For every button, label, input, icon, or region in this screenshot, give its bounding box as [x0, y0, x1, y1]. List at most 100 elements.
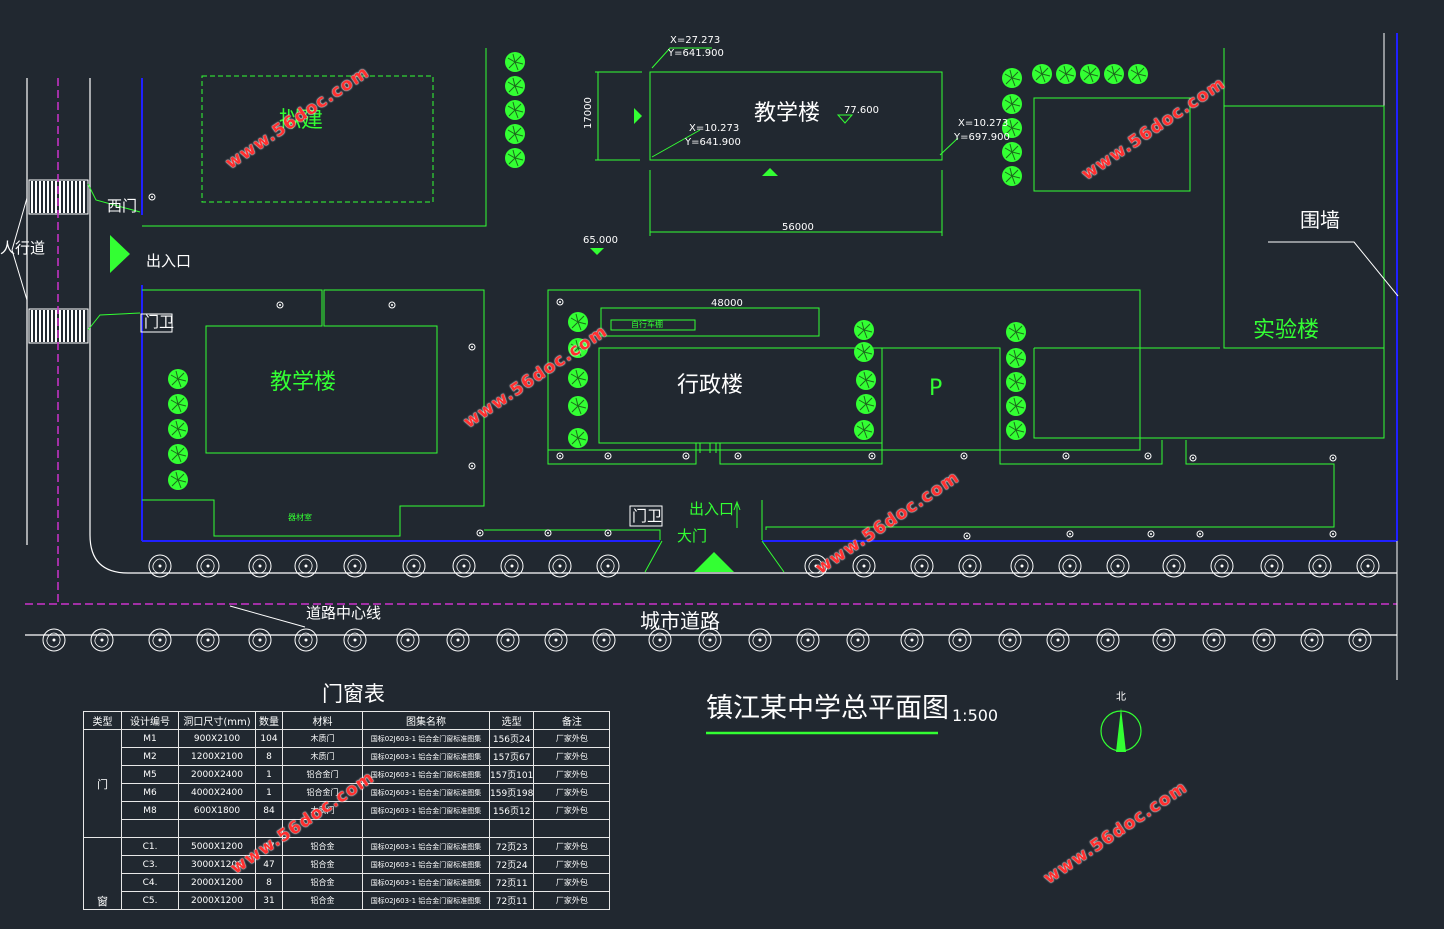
label-planned: 拟建 [279, 108, 324, 133]
table-cell: 2000X1200 [178, 891, 256, 910]
label-admin: 行政楼 [677, 373, 744, 398]
table-row [84, 819, 611, 838]
lamps [148, 193, 1337, 540]
table-header-cell: 数量 [255, 711, 283, 730]
label-bicycle-shed: 自行车棚 [631, 320, 663, 329]
table-header-cell: 图集名称 [362, 711, 490, 730]
table-cell: M1 [121, 729, 179, 748]
label-parking: P [929, 376, 943, 401]
table-cell: M6 [121, 783, 179, 802]
table-group-cell: 门 [83, 729, 122, 838]
table-header-cell: 备注 [533, 711, 611, 730]
elevation-ground: 65.000 [583, 235, 618, 246]
table-cell: 84 [255, 801, 283, 820]
table-cell: 72页23 [488, 837, 535, 856]
table-cell: 木质门 [282, 729, 363, 748]
table-cell: 厂家外包 [533, 837, 611, 856]
table-cell: 厂家外包 [533, 783, 611, 802]
dim-48000: 48000 [711, 298, 743, 309]
dim-56000: 56000 [782, 222, 814, 233]
table-header-cell: 选型 [488, 711, 535, 730]
table-cell: 厂家外包 [533, 801, 611, 820]
label-road-center: 道路中心线 [306, 604, 382, 622]
label-entrance-left: 出入口 [146, 252, 192, 270]
table-cell: 72页11 [488, 891, 535, 910]
label-crosswalk: 人行道 [0, 239, 46, 257]
table-cell: 31 [255, 891, 283, 910]
table-header-cell: 设计编号 [121, 711, 179, 730]
table-cell: 2000X2400 [178, 765, 256, 784]
entrance-arrows [110, 108, 854, 572]
label-teaching-left: 教学楼 [270, 370, 337, 395]
label-city-road: 城市道路 [640, 609, 720, 633]
table-header-cell: 类型 [83, 711, 122, 730]
coord-top-y: Y=641.900 [668, 48, 724, 59]
coord-left-y: Y=641.900 [685, 137, 741, 148]
table-cell: 国标02J603-1 铝合金门窗标准图集 [362, 873, 490, 892]
table-cell [362, 819, 490, 838]
north-arrow [1100, 708, 1142, 752]
site-boundary [141, 33, 1398, 542]
label-main-gate: 大门 [677, 527, 708, 545]
table-cell: 159页198 [488, 783, 535, 802]
table-cell: 国标02J603-1 铝合金门窗标准图集 [362, 765, 490, 784]
label-teaching-top: 教学楼 [754, 101, 821, 126]
table-cell: 1 [255, 783, 283, 802]
label-guard-left: 门卫 [144, 313, 175, 331]
table-cell: 厂家外包 [533, 873, 611, 892]
table-cell: C5. [121, 891, 179, 910]
label-north: 北 [1116, 692, 1126, 703]
table-cell: 72页24 [488, 855, 535, 874]
table-cell [488, 819, 535, 838]
label-lab: 实验楼 [1253, 318, 1320, 343]
drawing-scale: 1:500 [952, 706, 999, 725]
table-cell: 木质门 [282, 747, 363, 766]
table-cell: 1200X2100 [178, 747, 256, 766]
table-cell: 104 [255, 729, 283, 748]
crosswalk-top [28, 179, 89, 215]
table-cell: 8 [255, 873, 283, 892]
table-cell [533, 819, 611, 838]
table-cell: 国标02J603-1 铝合金门窗标准图集 [362, 891, 490, 910]
elevation-building: 77.600 [844, 105, 879, 116]
label-guard-bottom: 门卫 [632, 507, 663, 525]
table-cell: 铝合金 [282, 891, 363, 910]
table-cell: 国标02J603-1 铝合金门窗标准图集 [362, 783, 490, 802]
table-cell: 厂家外包 [533, 747, 611, 766]
table-cell [178, 819, 256, 838]
table-header-row: 类型设计编号洞口尺寸(mm)数量材料图集名称选型备注 [83, 711, 611, 730]
table-cell: 铝合金 [282, 855, 363, 874]
table-cell: 4000X2400 [178, 783, 256, 802]
table-cell: C1. [121, 837, 179, 856]
table-cell: 国标02J603-1 铝合金门窗标准图集 [362, 729, 490, 748]
table-cell: C3. [121, 855, 179, 874]
table-cell: 国标02J603-1 铝合金门窗标准图集 [362, 855, 490, 874]
table-cell: 600X1800 [178, 801, 256, 820]
label-entrance-bottom: 出入口 [689, 500, 735, 518]
dim-17000: 17000 [583, 97, 594, 129]
table-cell: 157页101 [488, 765, 535, 784]
label-equipment: 器材室 [288, 513, 312, 522]
label-west-gate: 西门 [107, 197, 138, 215]
site-outlines [142, 47, 1385, 573]
table-cell: 国标02J603-1 铝合金门窗标准图集 [362, 801, 490, 820]
table-cell: C4. [121, 873, 179, 892]
table-group-cell: 窗 [83, 837, 122, 910]
table-cell: 2000X1200 [178, 873, 256, 892]
road-center-line [25, 78, 1397, 605]
table-cell: 156页12 [488, 801, 535, 820]
table-cell: 1 [255, 765, 283, 784]
drawing-title: 镇江某中学总平面图 [706, 693, 949, 724]
table-cell: M8 [121, 801, 179, 820]
table-cell: 国标02J603-1 铝合金门窗标准图集 [362, 837, 490, 856]
table-cell: 厂家外包 [533, 855, 611, 874]
table-cell: 厂家外包 [533, 729, 611, 748]
table-cell: 厂家外包 [533, 891, 611, 910]
table-cell: M5 [121, 765, 179, 784]
